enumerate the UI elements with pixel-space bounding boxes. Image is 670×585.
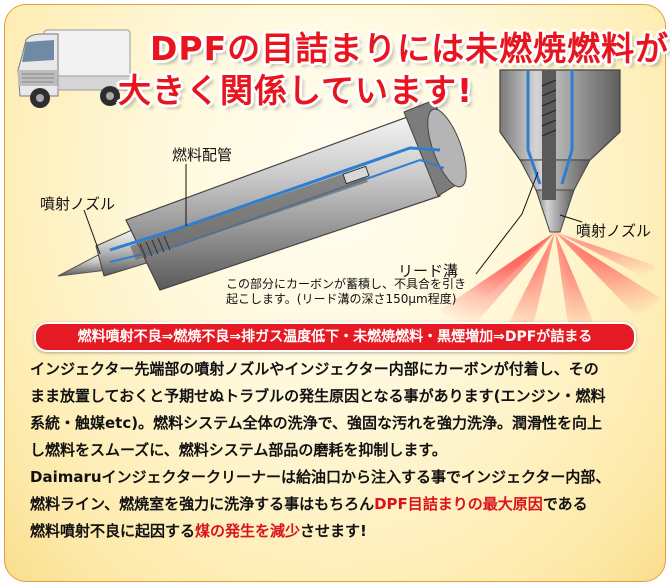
description-line: Daimaruインジェクタークリーナーは給油口から注入する事でインジェクター内部… — [30, 468, 611, 486]
description-line: 燃料ライン、燃焼室を強力に洗浄する事はもちろんDPF目詰まりの最大原因である — [30, 491, 640, 518]
description-text: インジェクター先端部の噴射ノズルやインジェクター内部にカーボンが付着し、その ま… — [30, 356, 640, 545]
carbon-note-line1: この部分にカーボンが蓄積し、不具合を引き — [226, 277, 467, 291]
carbon-note-line2: 起こします。(リード溝の深さ150μm程度) — [226, 292, 457, 306]
highlight-dpf-cause: DPF目詰まりの最大原因 — [374, 495, 543, 513]
lead-groove-label: リード溝 — [398, 262, 459, 280]
highlight-soot-reduction: 煤の発生を減少 — [195, 522, 301, 540]
description-text-segment: である — [542, 495, 588, 513]
description-text-segment: 燃料噴射不良に起因する — [30, 522, 196, 540]
nozzle-closeup — [499, 69, 621, 233]
headline-line1: DPFの目詰まりには未燃焼燃料が — [150, 29, 670, 68]
description-line: 系統・触媒etc)。燃料システム全体の洗浄で、強固な汚れを強力洗浄。潤滑性を向上 — [30, 414, 603, 432]
cause-chain-banner: 燃料噴射不良⇒燃焼不良⇒排ガス温度低下・未燃焼燃料・黒煙増加⇒DPFが詰まる — [34, 322, 636, 352]
description-line: し燃料をスムーズに、燃料システム部品の磨耗を抑制します。 — [30, 441, 447, 459]
nozzle-label-right: 噴射ノズル — [576, 222, 652, 240]
fuel-pipe-label: 燃料配管 — [172, 146, 233, 164]
description-text-segment: 燃料ライン、燃焼室を強力に洗浄する事はもちろん — [30, 495, 375, 513]
headline-line2: 大きく関係しています! — [118, 71, 474, 110]
description-line: インジェクター先端部の噴射ノズルやインジェクター内部にカーボンが付着し、その — [30, 360, 599, 378]
description-line: 燃料噴射不良に起因する煤の発生を減少させます! — [30, 518, 640, 545]
fuel-spray — [440, 232, 660, 340]
nozzle-label-left: 噴射ノズル — [40, 195, 116, 213]
truck-illustration — [17, 29, 135, 108]
description-text-segment: させます! — [300, 522, 367, 540]
injector-cross-section — [57, 99, 467, 291]
carbon-note: この部分にカーボンが蓄積し、不具合を引き 起こします。(リード溝の深さ150μm… — [226, 277, 466, 307]
leader-lines — [83, 164, 583, 275]
description-line: まま放置しておくと予期せぬトラブルの発生原因となる事があります(エンジン・燃料 — [30, 387, 606, 405]
